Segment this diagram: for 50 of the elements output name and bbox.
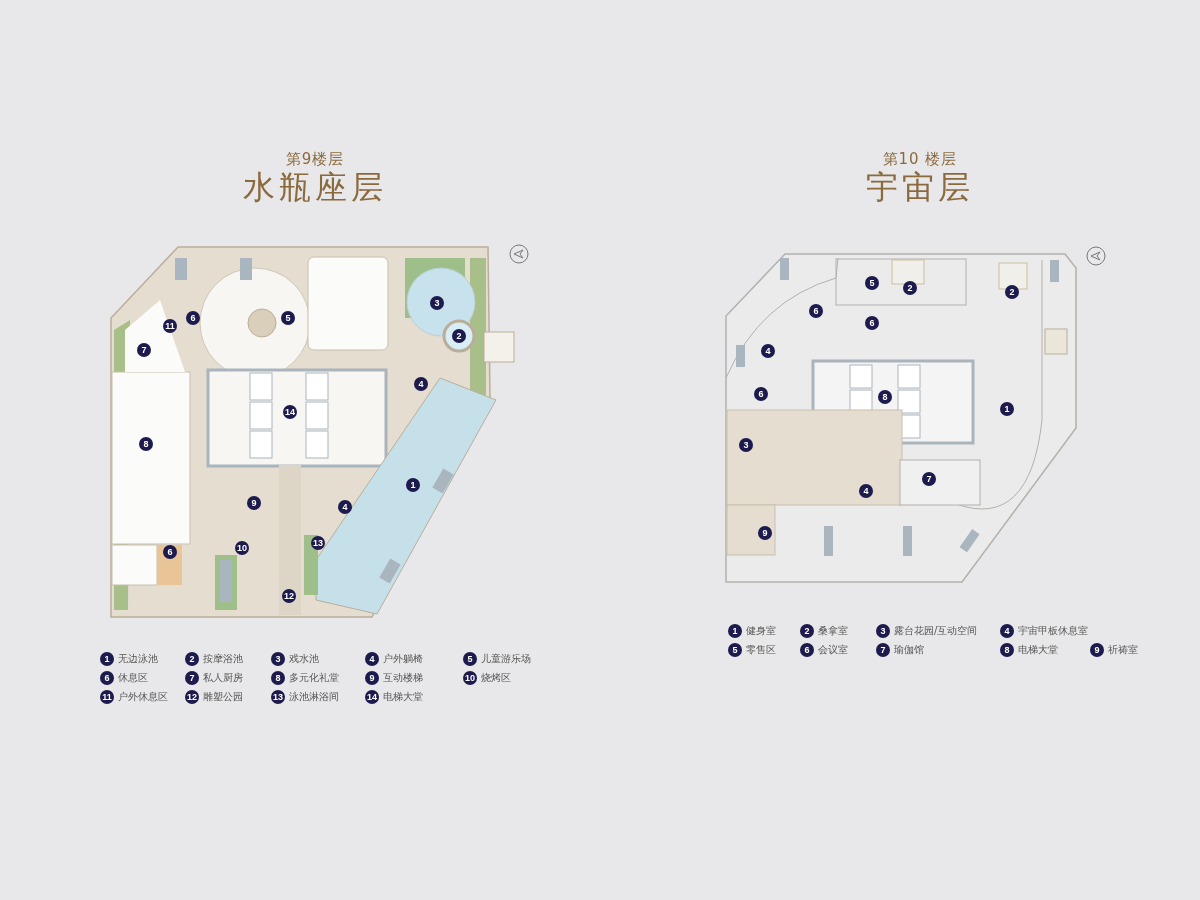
legend-number: 8 [1000, 643, 1014, 657]
legend-number: 7 [876, 643, 890, 657]
legend-text: 瑜伽馆 [894, 643, 924, 657]
legend-number: 12 [185, 690, 199, 704]
floor-number: 第10 楼层 [882, 150, 958, 169]
legend-number: 2 [800, 624, 814, 638]
legend-text: 健身室 [746, 624, 776, 638]
legend-text: 互动楼梯 [383, 671, 423, 685]
legend-number: 6 [800, 643, 814, 657]
floor-number: 第9楼层 [285, 150, 345, 169]
legend-number: 2 [185, 652, 199, 666]
legend-number: 10 [463, 671, 477, 685]
legend-number: 11 [100, 690, 114, 704]
legend-number: 3 [876, 624, 890, 638]
legend-text: 按摩浴池 [203, 652, 243, 666]
legend-number: 6 [100, 671, 114, 685]
legend-text: 祈祷室 [1108, 643, 1138, 657]
legend-text: 零售区 [746, 643, 776, 657]
legend-number: 1 [100, 652, 114, 666]
legend-number: 9 [365, 671, 379, 685]
legend-text: 露台花园/互动空间 [894, 624, 978, 638]
legend-number: 5 [463, 652, 477, 666]
legend-number: 14 [365, 690, 379, 704]
legend-text: 多元化礼堂 [289, 671, 339, 685]
legend-number: 4 [1000, 624, 1014, 638]
floor-title: 宇宙层 [866, 170, 974, 206]
legend-text: 电梯大堂 [1018, 643, 1058, 657]
legend-text: 私人厨房 [203, 671, 243, 685]
legend-number: 1 [728, 624, 742, 638]
legend-number: 9 [1090, 643, 1104, 657]
legend-number: 5 [728, 643, 742, 657]
legend-number: 8 [271, 671, 285, 685]
legend-text: 宇宙甲板休息室 [1018, 624, 1088, 638]
legend-text: 休息区 [118, 671, 148, 685]
legend-number: 7 [185, 671, 199, 685]
legend-text: 烧烤区 [481, 671, 511, 685]
legend-number: 3 [271, 652, 285, 666]
legend-number: 13 [271, 690, 285, 704]
legend-text: 儿童游乐场 [481, 652, 531, 666]
legend-text: 无边泳池 [118, 652, 158, 666]
legend-text: 雕塑公园 [203, 690, 243, 704]
floor-title: 水瓶座层 [243, 170, 387, 206]
legend-text: 泳池淋浴间 [289, 690, 339, 704]
legend-text: 会议室 [818, 643, 848, 657]
legend-text: 电梯大堂 [383, 690, 423, 704]
legend-number: 4 [365, 652, 379, 666]
legend-text: 桑拿室 [818, 624, 848, 638]
legend-text: 户外休息区 [118, 690, 168, 704]
legend-text: 户外躺椅 [383, 652, 423, 666]
legend-text: 戏水池 [289, 652, 319, 666]
